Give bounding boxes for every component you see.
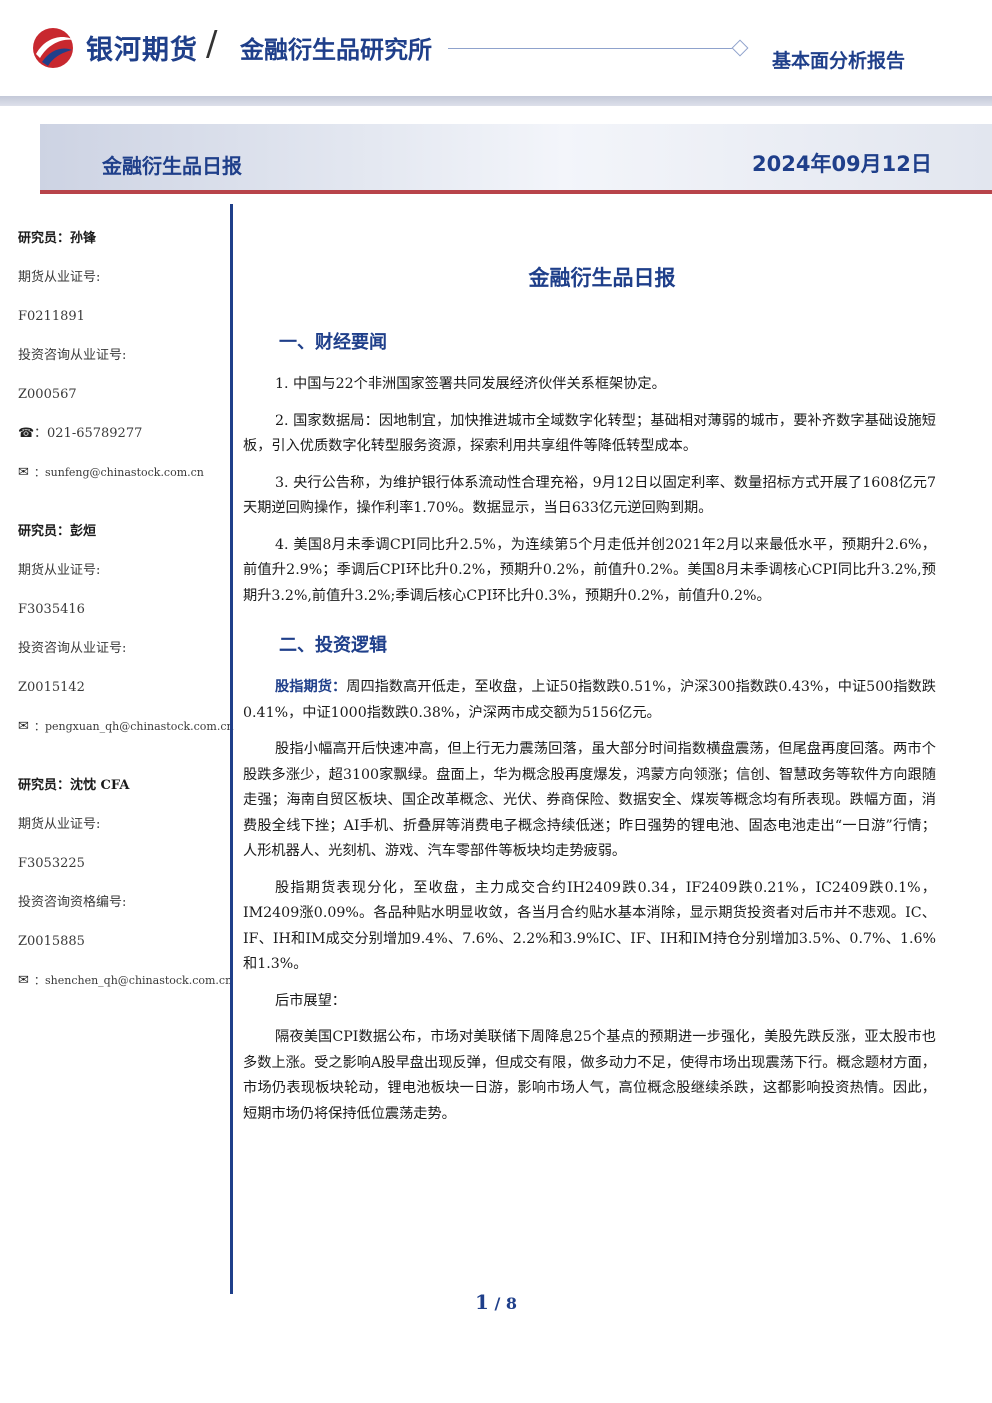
- institute-name: 金融衍生品研究所: [240, 36, 432, 64]
- consult-label: 投资咨询从业证号:: [18, 641, 127, 656]
- license-number: F3035416: [18, 602, 85, 617]
- header-slash: /: [206, 24, 218, 64]
- news-item: 1. 中国与22个非洲国家签署共同发展经济伙伴关系框架协定。: [275, 376, 666, 392]
- email-link[interactable]: ：sunfeng@chinastock.com.cn: [34, 466, 204, 479]
- page-number: 1 / 8: [440, 1290, 552, 1314]
- paragraph-lead: 股指期货：: [275, 679, 347, 695]
- main-content: 金融衍生品日报 一、财经要闻 1. 中国与22个非洲国家签署共同发展经济伙伴关系…: [243, 262, 936, 1138]
- sidebar-divider: [230, 204, 233, 1294]
- news-item: 2. 国家数据局：因地制宜，加快推进城市全域数字化转型；基础相对薄弱的城市，要补…: [243, 412, 936, 455]
- title-banner: [40, 124, 992, 190]
- phone-number: ：021-65789277: [34, 426, 143, 441]
- phone-icon: ☎: [18, 426, 35, 441]
- paragraph-lead-text: 周四指数高开低走，至收盘，上证50指数跌0.51%，沪深300指数跌0.43%，…: [243, 679, 936, 721]
- consult-number: Z000567: [18, 387, 77, 402]
- email-icon: ✉: [18, 719, 29, 734]
- banner-title: 金融衍生品日报: [102, 154, 242, 178]
- news-item: 3. 央行公告称，为维护银行体系流动性合理充裕，9月12日以固定利率、数量招标方…: [243, 474, 936, 517]
- page-header: 银河期货 / 金融衍生品研究所 基本面分析报告: [0, 0, 992, 106]
- report-type: 基本面分析报告: [772, 50, 906, 72]
- email-line: ✉ ：pengxuan_qh@chinastock.com.cn: [18, 716, 234, 755]
- section-heading-news: 一、财经要闻: [279, 332, 387, 353]
- consult-label: 投资咨询从业证号:: [18, 348, 127, 363]
- galaxy-logo-icon: [33, 28, 74, 68]
- company-name: 银河期货: [86, 35, 198, 66]
- email-icon: ✉: [18, 465, 29, 480]
- license-label: 期货从业证号:: [18, 270, 101, 285]
- email-link[interactable]: ：pengxuan_qh@chinastock.com.cn: [34, 720, 234, 733]
- email-line: ✉ ：sunfeng@chinastock.com.cn: [18, 462, 224, 501]
- license-number: F0211891: [18, 309, 85, 324]
- researcher-name: 研究员：彭烜: [18, 524, 97, 539]
- analysis-paragraph: 股指小幅高开后快速冲高，但上行无力震荡回落，虽大部分时间指数横盘震荡，但尾盘再度…: [243, 741, 936, 859]
- header-band: [0, 96, 992, 106]
- email-line: ✉ ：shenchen_qh@chinastock.com.cn: [18, 970, 232, 1009]
- outlook-label: 后市展望：: [275, 992, 346, 1009]
- banner-underline: [40, 190, 992, 194]
- researcher-name: 研究员：孙锋: [18, 231, 97, 246]
- consult-label: 投资咨询资格编号:: [18, 895, 127, 910]
- researcher-name: 研究员：沈忱 CFA: [18, 778, 130, 793]
- document-title: 金融衍生品日报: [528, 266, 676, 290]
- license-number: F3053225: [18, 856, 85, 871]
- news-item: 4. 美国8月未季调CPI同比升2.5%，为连续第5个月走低并创2021年2月以…: [243, 536, 936, 604]
- consult-number: Z0015885: [18, 934, 85, 949]
- researcher-sidebar: 研究员：孙锋 期货从业证号: F0211891 投资咨询从业证号: Z00056…: [18, 228, 234, 1009]
- stock-futures-summary: 股指期货：周四指数高开低走，至收盘，上证50指数跌0.51%，沪深300指数跌0…: [243, 675, 936, 726]
- license-label: 期货从业证号:: [18, 817, 101, 832]
- report-date: 2024年09月12日: [752, 152, 932, 176]
- header-decoration-line: [448, 48, 732, 49]
- section-heading-logic: 二、投资逻辑: [279, 635, 387, 656]
- email-link[interactable]: ：shenchen_qh@chinastock.com.cn: [34, 974, 233, 987]
- analysis-paragraph: 股指期货表现分化，至收盘，主力成交合约IH2409跌0.34，IF2409跌0.…: [243, 879, 936, 973]
- email-icon: ✉: [18, 973, 29, 988]
- consult-number: Z0015142: [18, 680, 85, 695]
- license-label: 期货从业证号:: [18, 563, 101, 578]
- current-page: 1: [474, 1290, 489, 1314]
- total-pages: / 8: [488, 1294, 518, 1313]
- diamond-icon: [731, 39, 749, 57]
- analysis-paragraph: 隔夜美国CPI数据公布，市场对美联储下周降息25个基点的预期进一步强化，美股先跌…: [243, 1029, 936, 1122]
- phone-line: ☎：021-65789277: [18, 423, 224, 462]
